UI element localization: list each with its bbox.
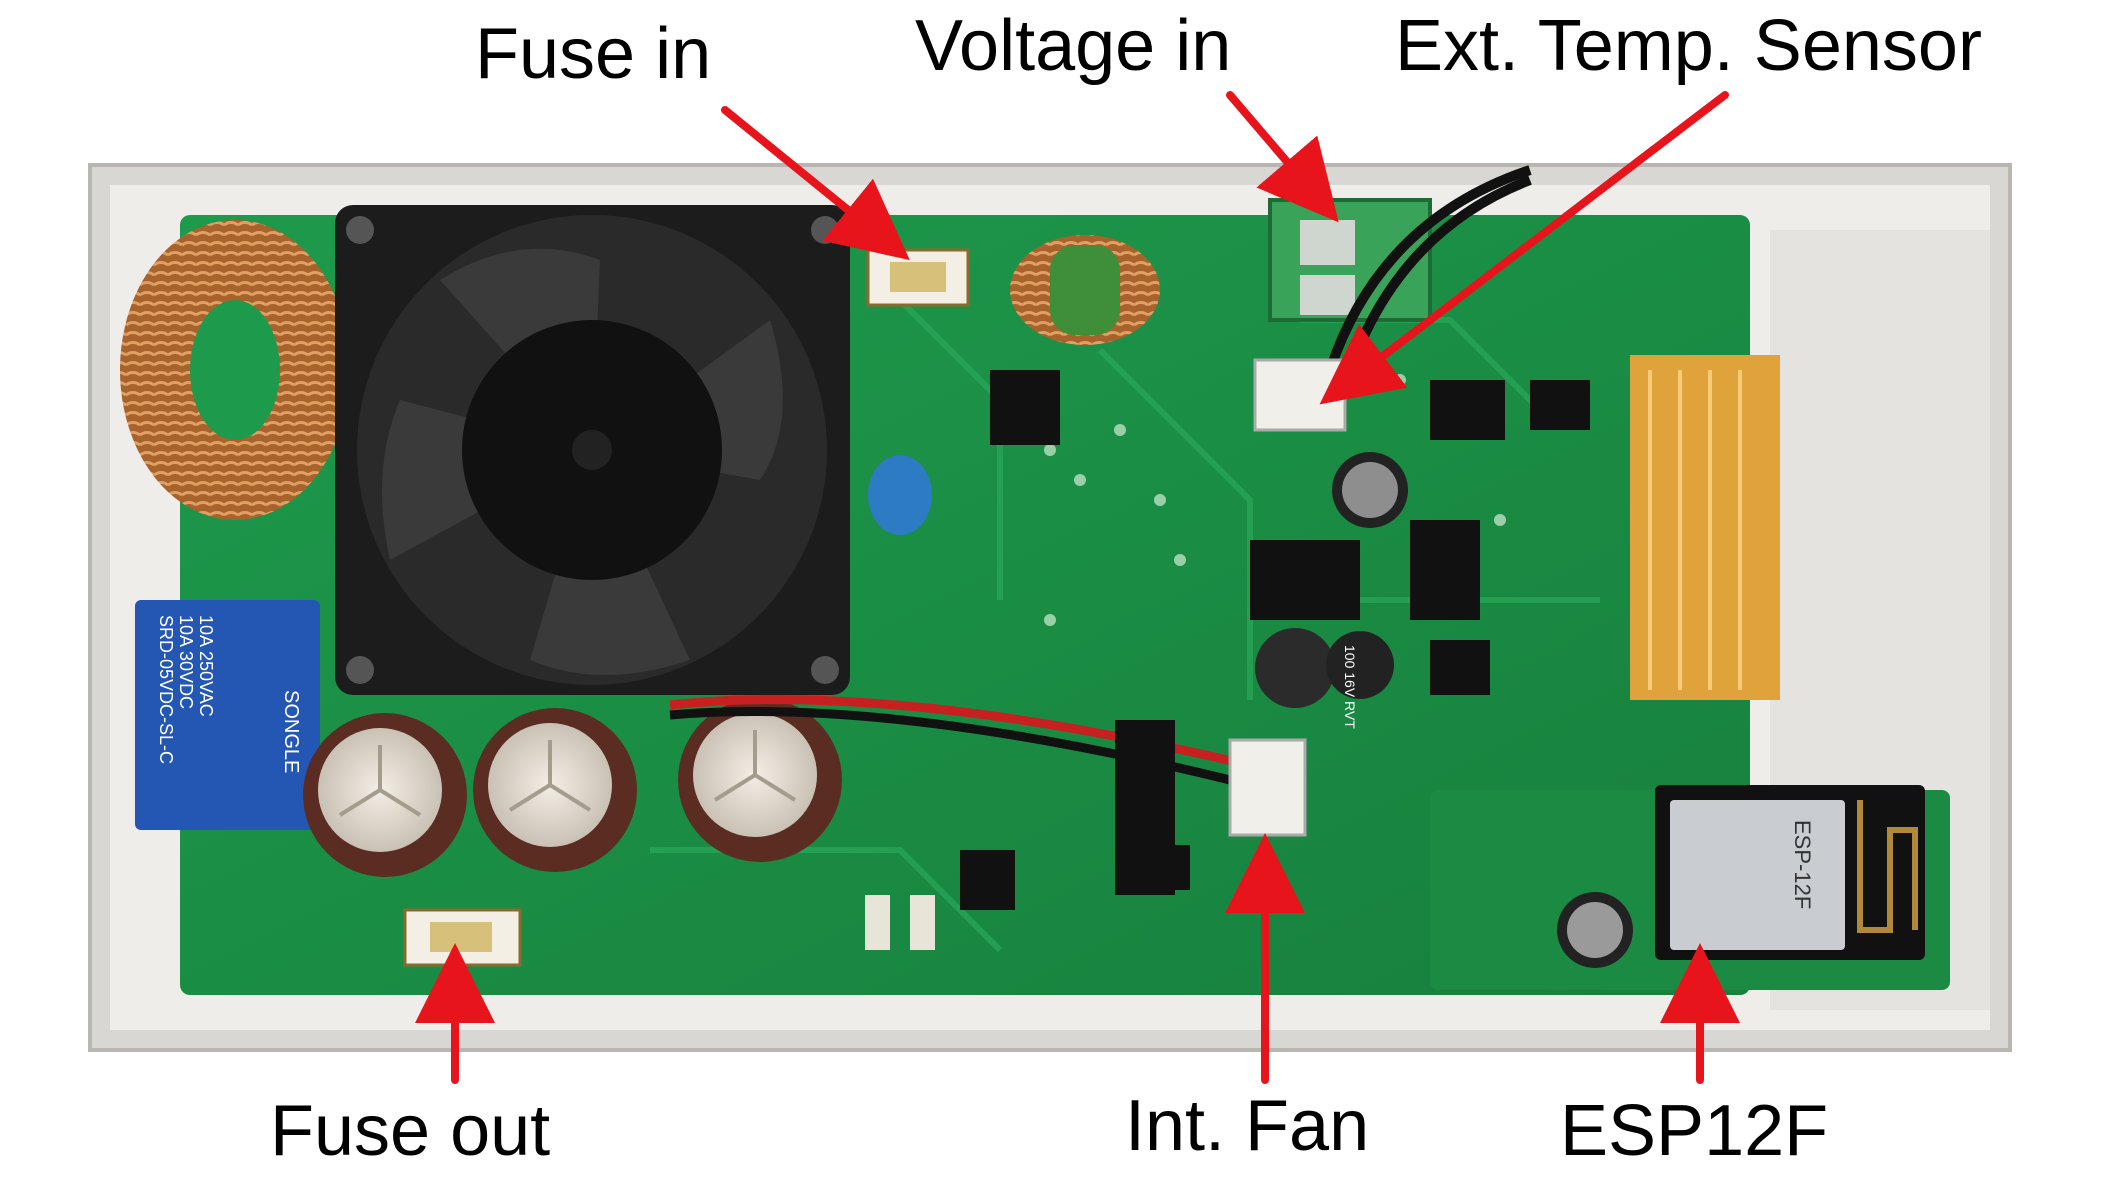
relay-marking-2: 10A 30VDC [176,615,196,709]
arrow-fuse-in [721,106,910,261]
toroid-inductor [120,220,350,520]
label-voltage-in: Voltage in [915,6,1232,86]
display-ribbon [1630,355,1780,700]
annotation-arrows [415,91,1740,1084]
relay-marking-3: SRD-05VDC-SL-C [156,615,176,764]
smd-components [865,370,1590,950]
relay-marking-1: 10A 250VAC [196,615,216,717]
voltage-input-terminal [1268,198,1432,322]
choke-inductor [1010,235,1160,345]
cap-marking: 100 16V RVT [1342,645,1358,729]
label-ext-temp-sensor: Ext. Temp. Sensor [1395,6,1982,86]
fuse-in-component [866,248,970,307]
fuse-out-component [403,908,522,967]
electrolytic-capacitors [303,698,842,877]
cooling-fan [335,205,850,695]
esp12f-module: ESP-12F [1655,785,1925,960]
relay: 10A 250VAC 10A 30VDC SRD-05VDC-SL-C SONG… [135,600,320,830]
label-esp12f: ESP12F [1560,1091,1829,1171]
arrow-voltage-in [1226,91,1339,223]
label-int-fan: Int. Fan [1125,1086,1370,1166]
relay-brand: SONGLE [280,690,302,773]
small-capacitors: 100 16V RVT [868,452,1633,968]
label-fuse-in: Fuse in [475,14,712,94]
label-fuse-out: Fuse out [270,1091,551,1171]
esp-module-marking: ESP-12F [1790,820,1815,909]
arrow-ext-temp [1319,91,1729,405]
